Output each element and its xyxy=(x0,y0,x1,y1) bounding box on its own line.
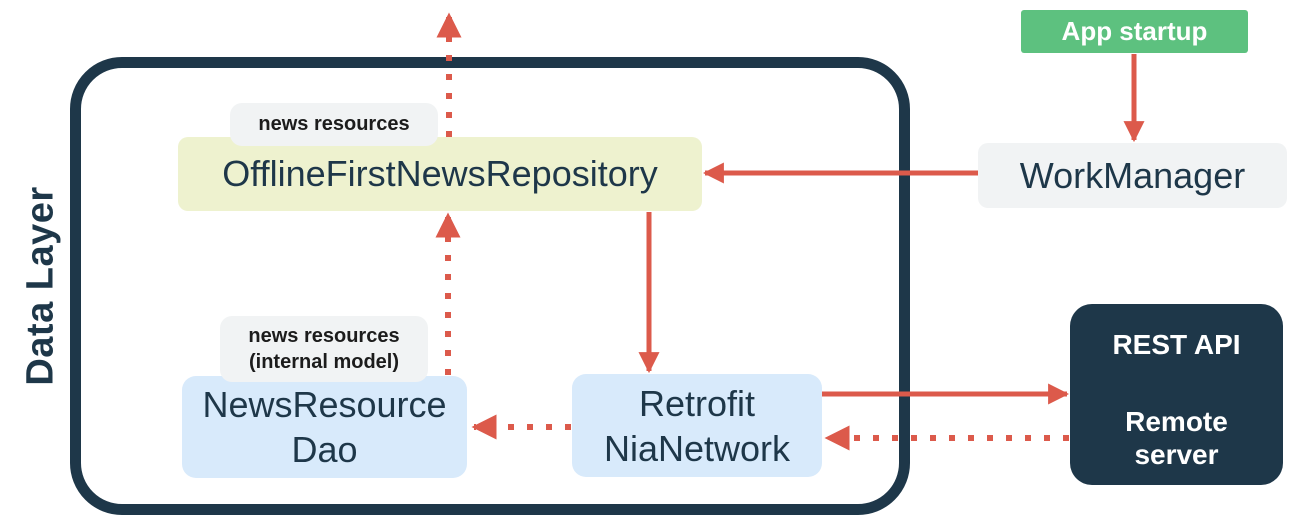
data-layer-label: Data Layer xyxy=(19,186,62,386)
repository-data-tag: news resources xyxy=(230,103,438,146)
dao-data-tag: news resources (internal model) xyxy=(220,316,428,382)
repository-tag-text: news resources xyxy=(258,113,410,135)
remote-server-line2: server xyxy=(1134,439,1219,470)
network-label-line1: Retrofit xyxy=(638,382,756,424)
remote-server-line1: Remote xyxy=(1125,406,1228,437)
remote-server-label: Remote server xyxy=(1125,405,1228,471)
network-label-line2: NiaNetwork xyxy=(603,427,791,469)
dao-label-line2: Dao xyxy=(291,429,358,470)
node-offline-first-news-repository: OfflineFirstNewsRepository xyxy=(178,137,702,211)
work-manager-label: WorkManager xyxy=(1019,154,1246,196)
data-layer-boundary xyxy=(70,57,910,515)
node-work-manager: WorkManager xyxy=(978,143,1287,208)
dao-label-line1: NewsResource xyxy=(202,384,447,425)
app-startup-badge: App startup xyxy=(1021,10,1248,53)
app-startup-label: App startup xyxy=(1061,16,1208,46)
node-retrofit-nia-network: Retrofit NiaNetwork xyxy=(572,374,822,477)
node-news-resource-dao: NewsResource Dao xyxy=(182,376,467,478)
node-rest-api-remote-server: REST API Remote server xyxy=(1070,304,1283,485)
dao-tag-line2: (internal model) xyxy=(248,351,399,373)
repository-label: OfflineFirstNewsRepository xyxy=(222,153,658,194)
rest-api-title: REST API xyxy=(1112,329,1241,360)
dao-tag-line1: news resources xyxy=(248,325,400,347)
